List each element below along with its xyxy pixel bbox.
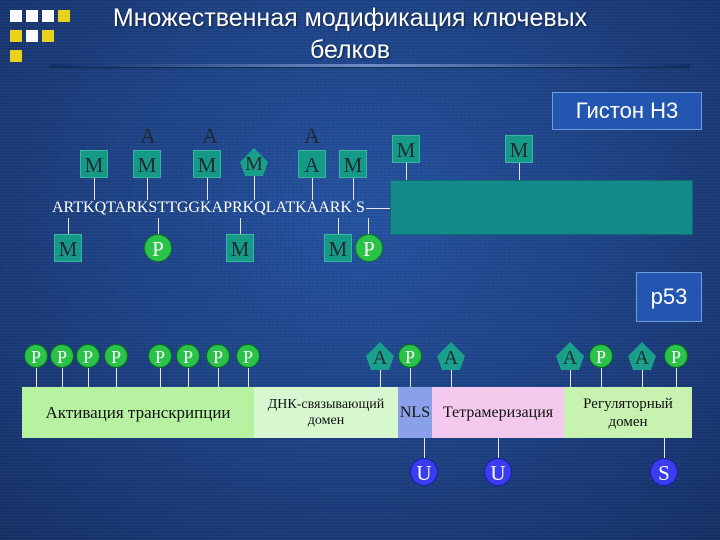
p53-activation-domain: Активация транскрипции — [22, 387, 254, 438]
connector-line — [366, 208, 392, 209]
p53-dna-binding-domain: ДНК-связывающий домен — [254, 387, 398, 438]
p53-mark-P: P — [236, 344, 260, 368]
connector-line — [248, 368, 249, 387]
slide-title-line1: Множественная модификация ключевых — [112, 4, 588, 32]
p53-mark-P: P — [104, 344, 128, 368]
p53-mark-A: A — [628, 342, 656, 370]
connector-line — [158, 218, 159, 235]
connector-line — [410, 368, 411, 387]
connector-line — [94, 178, 95, 200]
connector-line — [642, 370, 643, 387]
connector-line — [188, 368, 189, 387]
histone-mark-A: A — [140, 123, 156, 148]
activation-domain-label: Активация транскрипции — [45, 402, 231, 422]
connector-line — [451, 370, 452, 387]
p53-mark-S: S — [650, 458, 678, 486]
regulatory-label-1: Регуляторный — [583, 395, 673, 412]
histone-mark-M: M — [80, 150, 108, 178]
connector-line — [368, 218, 369, 235]
histone-mark-M: M — [339, 150, 367, 178]
histone-mark-M: M — [392, 135, 420, 163]
p53-mark-P: P — [176, 344, 200, 368]
connector-line — [312, 178, 313, 200]
p53-mark-P: P — [589, 344, 613, 368]
connector-line — [570, 370, 571, 387]
p53-mark-P: P — [50, 344, 74, 368]
p53-mark-P: P — [148, 344, 172, 368]
connector-line — [338, 218, 339, 235]
slide-title: Множественная модификация ключевых белко… — [70, 2, 630, 66]
p53-mark-A: A — [556, 342, 584, 370]
connector-line — [601, 368, 602, 387]
connector-line — [207, 178, 208, 200]
histone-mark-M: M — [133, 150, 161, 178]
histone-mark-M: M — [193, 150, 221, 178]
histone-mark-P: P — [355, 234, 383, 262]
connector-line — [664, 438, 665, 458]
nls-label: NLS — [399, 403, 431, 421]
histone-label: Гистон H3 — [552, 92, 702, 130]
connector-line — [68, 218, 69, 235]
histone-mark-M: A — [298, 150, 326, 178]
connector-line — [147, 178, 148, 200]
connector-line — [254, 176, 255, 200]
connector-line — [116, 368, 117, 387]
connector-line — [406, 163, 407, 180]
tetramerization-label: Тетрамеризация — [442, 403, 554, 421]
connector-line — [498, 438, 499, 458]
connector-line — [88, 368, 89, 387]
p53-nls-domain: NLS — [398, 387, 432, 438]
p53-regulatory-domain: Регуляторный домен — [564, 387, 692, 438]
p53-tetramerization-domain: Тетрамеризация — [432, 387, 564, 438]
histone-mark-M: M — [324, 234, 352, 262]
p53-mark-A: A — [366, 342, 394, 370]
connector-line — [160, 368, 161, 387]
connector-line — [676, 368, 677, 387]
histone-mark-A: A — [202, 123, 218, 148]
connector-line — [218, 368, 219, 387]
p53-label: p53 — [636, 272, 702, 322]
p53-mark-P: P — [24, 344, 48, 368]
connector-line — [424, 438, 425, 458]
dna-binding-label-1: ДНК-связывающий — [267, 396, 385, 412]
histone-mark-M: M — [54, 234, 82, 262]
histone-mark-M: M — [505, 135, 533, 163]
regulatory-label-2: домен — [608, 413, 648, 430]
connector-line — [36, 368, 37, 387]
connector-line — [62, 368, 63, 387]
p53-mark-P: P — [206, 344, 230, 368]
p53-mark-U: U — [484, 458, 512, 486]
p53-mark-A: A — [437, 342, 465, 370]
histone-mark-P: P — [144, 234, 172, 262]
histone-sequence: ARTKQTARKSTTGGKAPRKQLATKAARK S — [52, 199, 365, 216]
histone-core-domain — [390, 180, 693, 235]
p53-mark-P: P — [398, 344, 422, 368]
connector-line — [380, 370, 381, 387]
connector-line — [353, 178, 354, 200]
histone-mark-A: M — [240, 148, 268, 176]
histone-mark-M: M — [226, 234, 254, 262]
p53-mark-P: P — [664, 344, 688, 368]
histone-mark-A: A — [304, 123, 320, 148]
p53-mark-U: U — [410, 458, 438, 486]
slide-title-line2: белков — [309, 36, 391, 64]
title-divider — [50, 64, 690, 67]
p53-mark-P: P — [76, 344, 100, 368]
connector-line — [519, 163, 520, 180]
connector-line — [240, 218, 241, 235]
dna-binding-label-2: домен — [307, 412, 345, 428]
